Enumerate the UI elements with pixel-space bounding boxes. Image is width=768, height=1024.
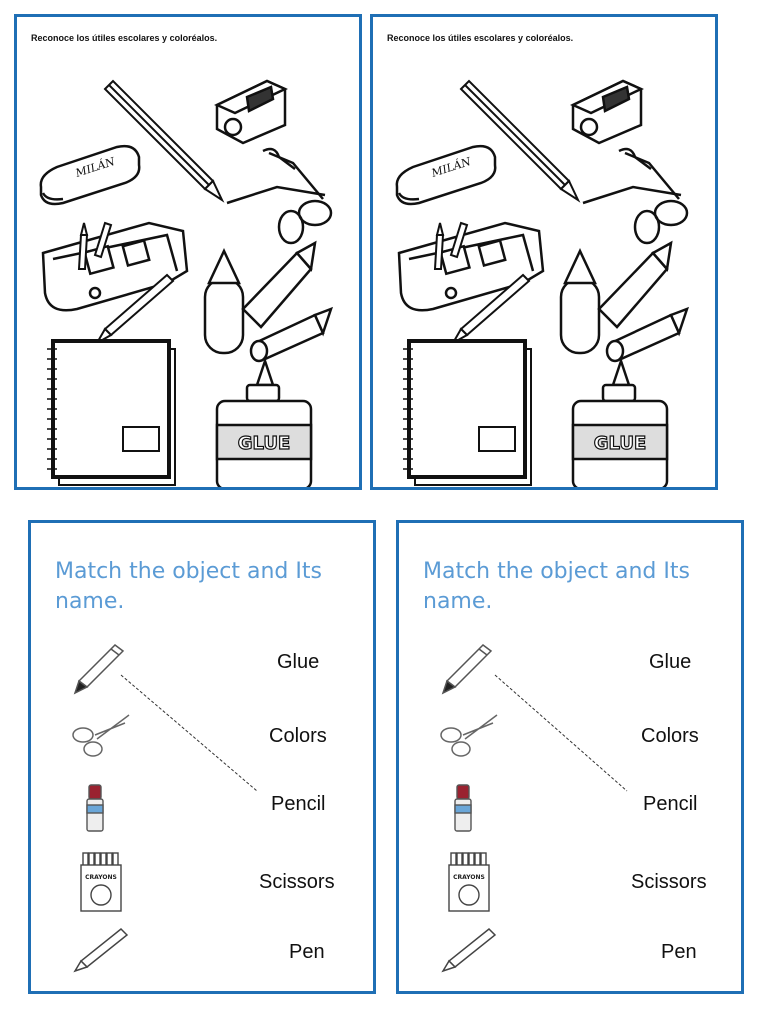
matching-title: Match the object and Its name.	[423, 559, 690, 614]
matching-sheet-right: Match the object and Its name. CRAYONS G…	[396, 520, 744, 994]
word-colors: Colors	[269, 725, 327, 747]
crayons-box-label: CRAYONS	[85, 874, 117, 881]
pencil-icon	[73, 644, 125, 695]
coloring-sheet-right: Reconoce los útiles escolares y coloréal…	[370, 14, 718, 490]
word-glue: Glue	[277, 651, 320, 673]
match-connector-line	[494, 674, 628, 792]
glue-stick-icon	[454, 784, 472, 832]
word-pencil: Pencil	[271, 793, 326, 815]
scissors-icon	[72, 714, 130, 757]
matching-title: Match the object and Its name.	[55, 559, 322, 614]
word-pen: Pen	[289, 941, 325, 963]
word-pen: Pen	[661, 941, 697, 963]
glue-label-text: GLUE	[594, 433, 647, 454]
school-supplies-illustration: MILÁN GLUE	[38, 79, 334, 487]
word-scissors: Scissors	[631, 871, 707, 893]
word-glue: Glue	[649, 651, 692, 673]
sheet-instruction: Reconoce los útiles escolares y coloréal…	[31, 33, 218, 43]
crayons-box-label: CRAYONS	[453, 874, 485, 881]
pen-icon	[441, 927, 497, 973]
word-pencil: Pencil	[643, 793, 698, 815]
match-connector-line	[120, 674, 258, 792]
scissors-icon	[440, 714, 498, 757]
sheet-instruction: Reconoce los útiles escolares y coloréal…	[387, 33, 574, 43]
pen-icon	[73, 927, 129, 973]
school-supplies-illustration: MILÁN GLUE	[394, 79, 689, 487]
crayons-box-icon: CRAYONS	[448, 852, 490, 912]
crayons-box-icon: CRAYONS	[80, 852, 122, 912]
glue-stick-icon	[86, 784, 104, 832]
pencil-icon	[441, 644, 493, 695]
coloring-sheet-left: Reconoce los útiles escolares y coloréal…	[14, 14, 362, 490]
word-scissors: Scissors	[259, 871, 335, 893]
matching-sheet-left: Match the object and Its name. CRAYONS G…	[28, 520, 376, 994]
word-colors: Colors	[641, 725, 699, 747]
glue-label-text: GLUE	[238, 433, 291, 454]
